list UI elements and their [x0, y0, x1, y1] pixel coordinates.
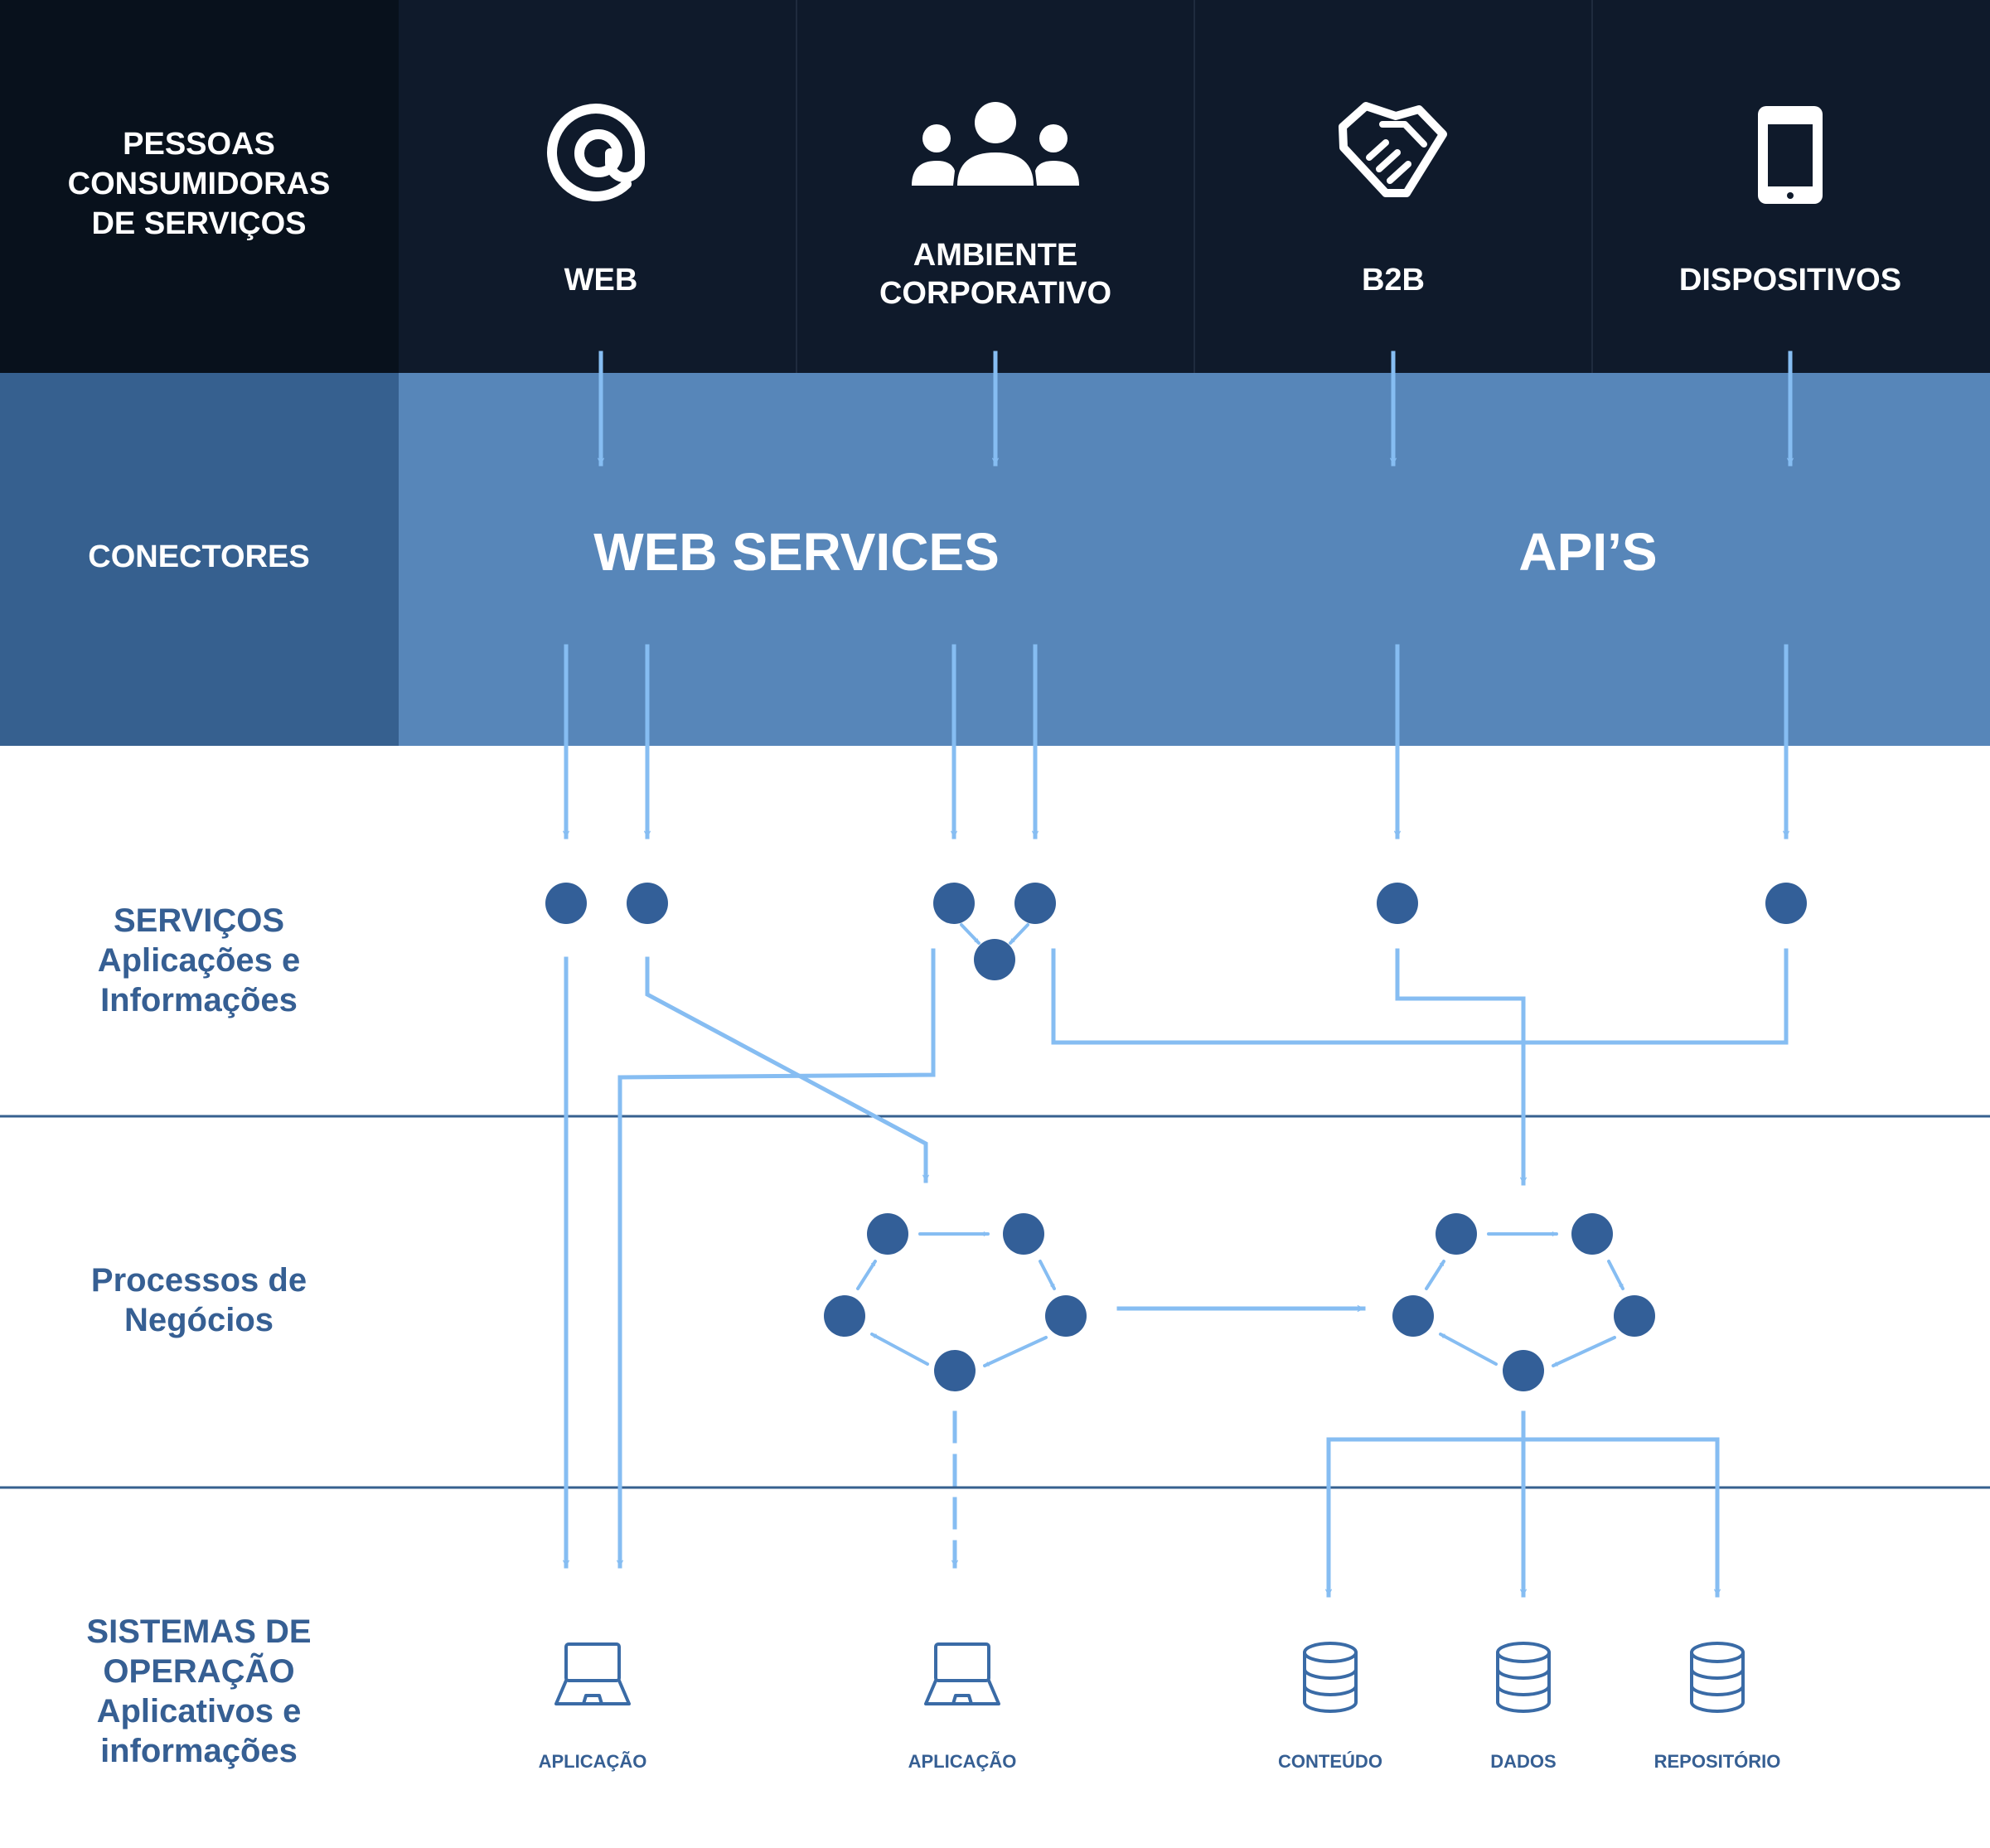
process-to-system-flows: [955, 1410, 1717, 1598]
channel-label-devices: DISPOSITIVOS: [1679, 263, 1901, 298]
process-node: [867, 1213, 908, 1255]
target-label: DADOS: [1490, 1751, 1556, 1772]
process-node: [1045, 1295, 1087, 1337]
process-node: [1571, 1213, 1613, 1255]
people-group-icon: [912, 102, 1079, 186]
connector-to-service-arrows: [566, 644, 1786, 839]
at-sign-icon: [547, 104, 646, 202]
service-node: [545, 883, 587, 924]
process-node: [1614, 1295, 1655, 1337]
tablet-icon: [1758, 106, 1823, 204]
service-node: [1765, 883, 1807, 924]
row-label-connectors: CONECTORES: [88, 539, 309, 574]
channel-label-b2b: B2B: [1362, 263, 1425, 298]
service-node: [933, 883, 975, 924]
target-label: CONTEÚDO: [1278, 1751, 1382, 1772]
handshake-icon: [1339, 102, 1447, 197]
process-node: [1436, 1213, 1477, 1255]
target-label: REPOSITÓRIO: [1654, 1751, 1781, 1772]
process-group-2: [1392, 1213, 1655, 1391]
database-icon: [1690, 1642, 1745, 1713]
routing-flows: [566, 948, 1789, 1569]
process-node: [1503, 1350, 1544, 1391]
apis-label: API’S: [1518, 522, 1657, 582]
web-services-label: WEB SERVICES: [593, 522, 1000, 582]
laptop-icon: [924, 1642, 1000, 1705]
service-merge-arrows: [960, 923, 1029, 945]
service-node: [1377, 883, 1418, 924]
channel-to-connector-arrows: [601, 351, 1790, 467]
process-node: [824, 1295, 865, 1337]
process-node: [1392, 1295, 1434, 1337]
service-node: [627, 883, 668, 924]
connectors-band: [0, 373, 1990, 746]
process-group-1: [824, 1213, 1087, 1391]
service-nodes: [545, 883, 1807, 980]
consumers-band: [0, 0, 1990, 373]
process-node: [934, 1350, 976, 1391]
process-node: [1003, 1213, 1044, 1255]
service-node: [974, 939, 1015, 980]
target-label: APLICAÇÃO: [908, 1751, 1017, 1772]
channel-label-web: WEB: [564, 263, 638, 298]
laptop-icon: [554, 1642, 631, 1705]
database-icon: [1496, 1642, 1551, 1713]
target-label: APLICAÇÃO: [539, 1751, 647, 1772]
service-node: [1014, 883, 1056, 924]
database-icon: [1303, 1642, 1358, 1713]
